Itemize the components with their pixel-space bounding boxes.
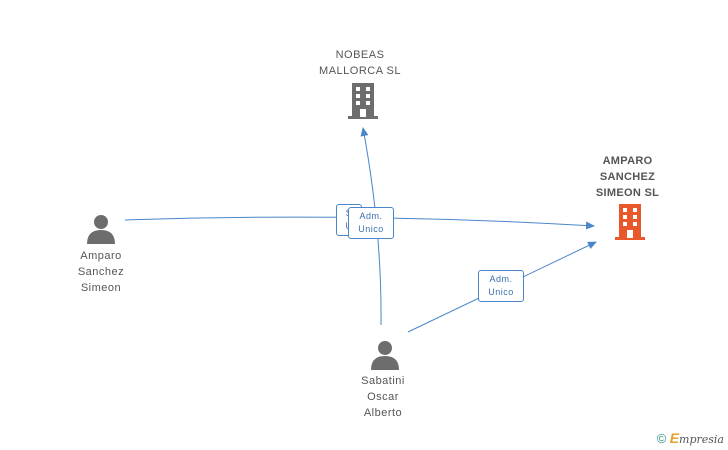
sabatini-label-line3: Alberto bbox=[363, 407, 403, 419]
copyright-symbol: © bbox=[656, 431, 667, 446]
badge-lower-line1: Adm. bbox=[489, 274, 513, 284]
brand-initial: E bbox=[669, 430, 680, 446]
person-icon[interactable] bbox=[86, 214, 116, 244]
amparo-person-label-line2: Sanchez bbox=[77, 266, 125, 278]
amparo-company-label-line2: SANCHEZ bbox=[599, 171, 656, 183]
amparo-person-label[interactable]: Amparo Sanchez Simeon bbox=[56, 248, 146, 296]
nobeas-label-line2: MALLORCA SL bbox=[319, 65, 401, 77]
sabatini-label-line2: Oscar bbox=[367, 391, 399, 403]
relation-badge-admin-unico[interactable]: Adm. Unico bbox=[348, 207, 394, 239]
badge-lower-line2: Unico bbox=[488, 287, 514, 297]
sabatini-label[interactable]: Sabatini Oscar Alberto bbox=[338, 373, 428, 421]
amparo-person-label-line1: Amparo bbox=[80, 250, 122, 262]
badge-front-line2: Unico bbox=[358, 224, 384, 234]
amparo-company-label[interactable]: AMPARO SANCHEZ SIMEON SL bbox=[570, 153, 685, 201]
relation-badge-admin-unico-lower[interactable]: Adm. Unico bbox=[478, 270, 524, 302]
nobeas-label[interactable]: NOBEAS MALLORCA SL bbox=[300, 47, 420, 79]
amparo-company-label-line3: SIMEON SL bbox=[595, 187, 660, 199]
nobeas-label-line1: NOBEAS bbox=[335, 49, 385, 61]
amparo-company-label-line1: AMPARO bbox=[602, 155, 653, 167]
brand-name: mpresia bbox=[679, 433, 724, 446]
empresia-logo[interactable]: © Empresia bbox=[657, 430, 724, 446]
building-icon[interactable] bbox=[614, 204, 646, 240]
sabatini-label-line1: Sabatini bbox=[361, 375, 405, 387]
building-icon[interactable] bbox=[347, 83, 379, 119]
amparo-person-label-line3: Simeon bbox=[80, 282, 122, 294]
badge-front-line1: Adm. bbox=[359, 211, 383, 221]
person-icon[interactable] bbox=[370, 340, 400, 370]
